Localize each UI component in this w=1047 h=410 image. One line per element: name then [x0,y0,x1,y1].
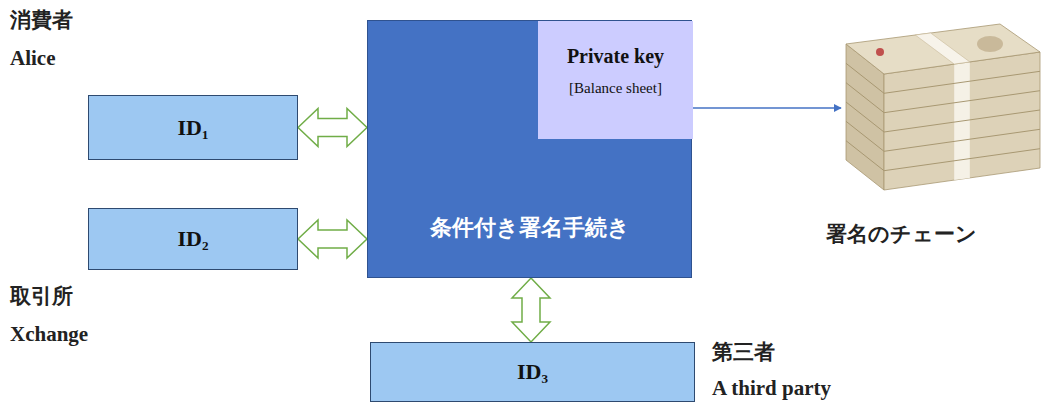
key-box: Private key [Balance sheet] [538,21,693,139]
bundle-line [884,110,1040,132]
picture-caption: 署名のチェーン [826,222,977,247]
party-name: A third party [712,376,831,401]
id-text: ID₂ [177,226,208,251]
id-text: ID₃ [517,359,548,384]
bundle-line [884,71,1040,93]
id-box: ID₁ [88,95,298,160]
double-arrow [298,109,367,147]
bundle-line [884,91,1040,113]
bundle-line [846,102,884,132]
role-label: 消費者 [10,8,73,33]
portrait [977,36,1003,52]
key-subtitle: [Balance sheet] [569,80,662,97]
procedure-text: 条件付き署名手続き [368,215,691,240]
double-arrow [512,278,550,342]
double-arrow [298,220,367,258]
bundle-line [846,83,884,113]
bundle-line [846,121,884,151]
banknote-stack [884,52,1040,190]
role-label: 第三者 [712,340,775,365]
paper-band [915,33,970,64]
bundle-line [884,149,1040,171]
pointer-arrow [693,107,841,109]
bundle-line [884,129,1040,151]
banknote-face [846,24,1040,74]
bundle-line [846,141,884,171]
id-box: ID₃ [370,342,695,402]
id-box: ID₂ [88,208,298,270]
role-label: 取引所 [10,284,73,309]
id-text: ID₁ [177,115,208,140]
party-name: Xchange [10,322,88,347]
key-title: Private key [567,45,664,68]
party-name: Alice [10,46,55,71]
bundle-lines [846,63,1040,170]
procedure-box: 条件付き署名手続き Private key [Balance sheet] [367,20,692,278]
seal [876,48,884,56]
